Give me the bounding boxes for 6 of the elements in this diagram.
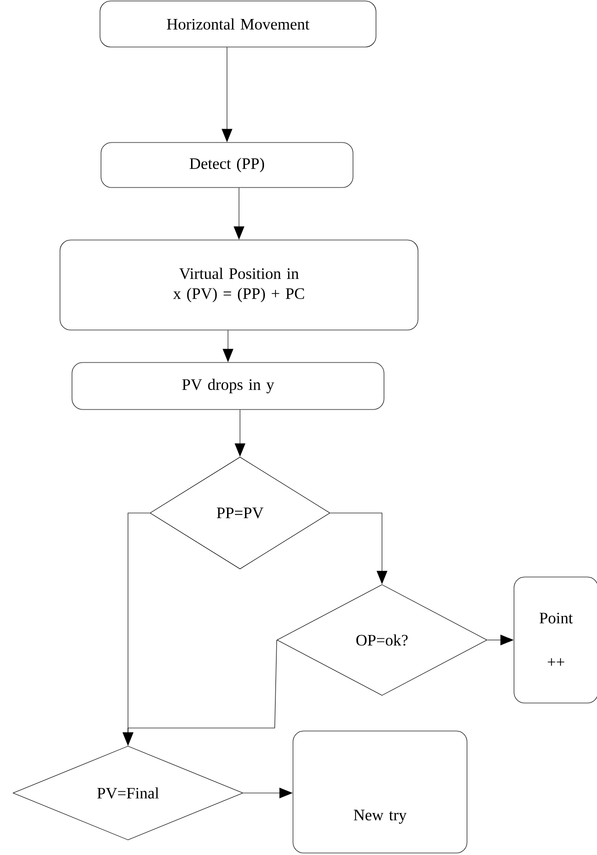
process-box: PV drops in y — [72, 362, 384, 410]
process-box: New try — [292, 730, 468, 854]
process-box: Detect (PP) — [100, 142, 354, 188]
process-box: Point ++ — [514, 576, 597, 704]
process-box: Horizontal Movement — [100, 0, 376, 48]
process-box: Virtual Position in x (PV) = (PP) + PC — [60, 240, 418, 330]
